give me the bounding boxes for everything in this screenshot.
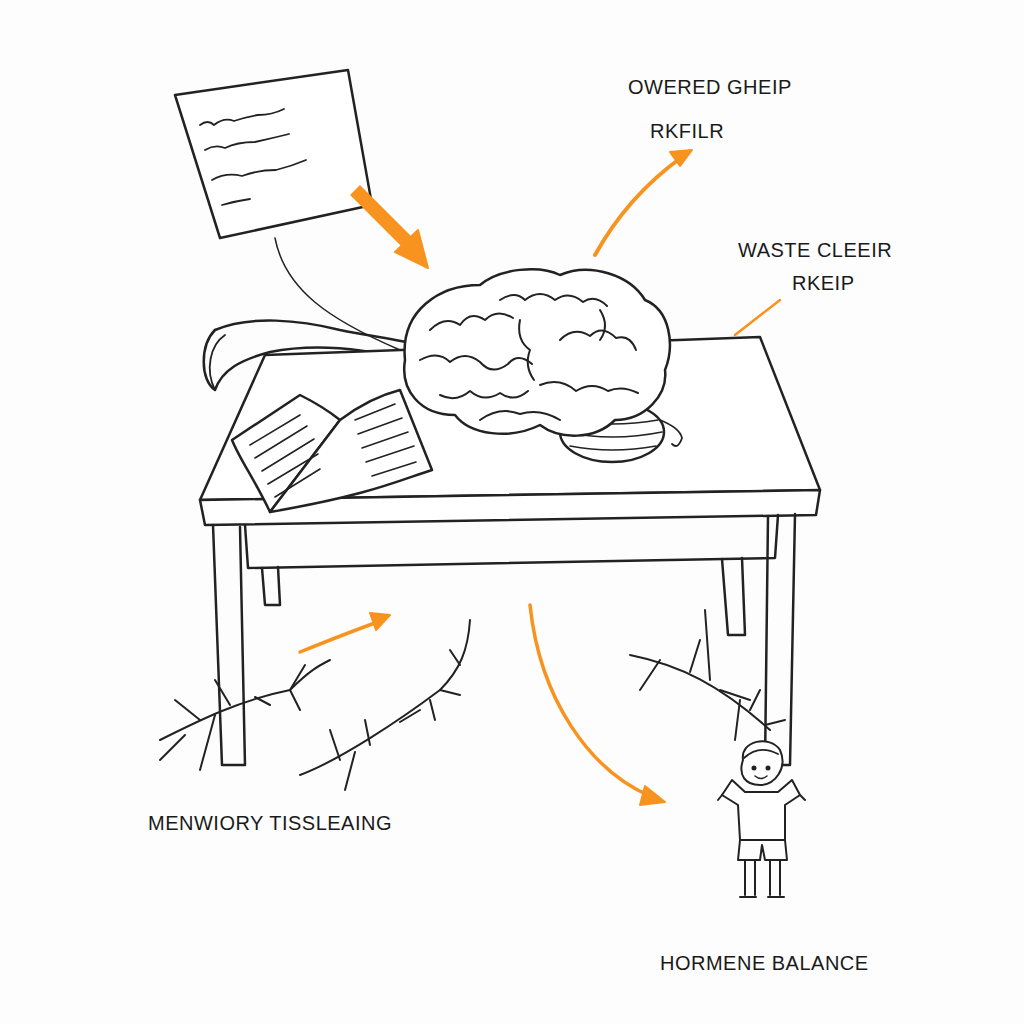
branch	[160, 610, 785, 790]
label-text: WASTE CLEEIR	[738, 240, 892, 260]
child-figure	[718, 741, 805, 897]
label-text: RKFILR	[650, 121, 724, 141]
open-book	[232, 390, 432, 512]
orange-arrow	[300, 150, 780, 805]
label-text: HORMENE BALANCE	[660, 953, 869, 973]
label-text: OWERED GHEIP	[628, 77, 792, 97]
label-text: MENWIORY TISSLEAING	[148, 813, 392, 833]
label-text: RKEIP	[792, 273, 855, 293]
brain	[404, 269, 682, 462]
